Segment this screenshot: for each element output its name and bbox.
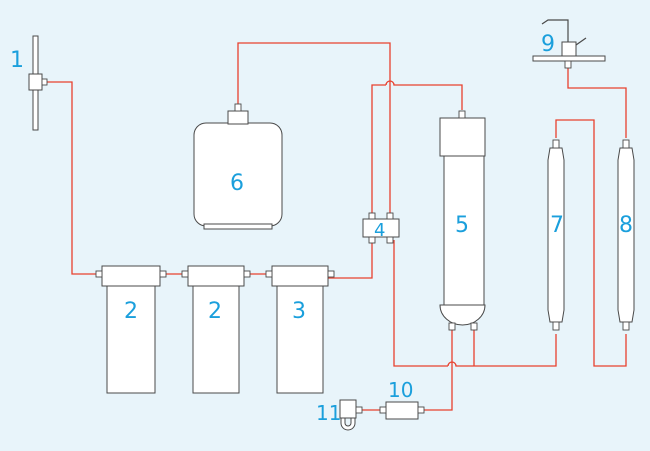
pipe-tee-top [371, 84, 386, 214]
post-filter-b-fitting-top [622, 139, 630, 149]
membrane-bottom-cap [439, 304, 486, 326]
tee-valve-body [362, 218, 400, 238]
tank-neck [227, 110, 249, 125]
drain-saddle-clamp [339, 399, 357, 419]
label-11: 11 [316, 401, 341, 425]
label-8: 8 [619, 213, 633, 238]
pipe-8-to-faucet [567, 66, 627, 138]
prefilter-c: 3 [265, 265, 335, 394]
tee-valve: 4 [362, 212, 400, 244]
prefilter-a-fitting-out [159, 270, 167, 278]
tee-fitting-top-right [386, 212, 394, 220]
inlet-valve-body [28, 73, 43, 91]
label-4: 4 [374, 220, 385, 241]
prefilter-c-cap [271, 265, 329, 287]
membrane-fitting-out [470, 322, 478, 331]
pipe-membrane-bottom [393, 240, 448, 367]
prefilter-b-fitting-out [243, 270, 251, 278]
flow-restrictor: 10 [379, 378, 425, 420]
prefilter-c-fitting-in [265, 270, 273, 278]
label-2a: 2 [124, 299, 138, 324]
label-1: 1 [10, 48, 24, 73]
prefilter-a-cap [101, 265, 161, 287]
tank-base [203, 223, 273, 230]
pipe-3-to-tee [328, 240, 373, 279]
faucet-body [561, 41, 577, 57]
membrane-top-cap [439, 117, 486, 157]
faucet-lever [575, 37, 587, 46]
restrictor-fitting-right [417, 406, 425, 414]
drain-saddle: 11 [316, 399, 363, 431]
drain-saddle-fitting [355, 406, 363, 414]
prefilter-b-cap [187, 265, 245, 287]
post-filter-a-body [547, 147, 565, 323]
post-filter-b-body [617, 147, 635, 323]
restrictor-body [385, 401, 419, 420]
membrane-fitting-top [458, 110, 466, 119]
tee-fitting-top-left [368, 212, 376, 220]
label-9: 9 [541, 32, 555, 57]
label-2b: 2 [208, 299, 222, 324]
tank-fitting [234, 103, 242, 112]
prefilter-c-housing [276, 284, 324, 394]
faucet: 9 [532, 19, 606, 69]
label-6: 6 [230, 171, 244, 196]
prefilter-b: 2 [181, 265, 251, 394]
prefilter-b-housing [192, 284, 240, 394]
post-filter-a: 7 [547, 139, 565, 331]
post-filter-b: 8 [617, 139, 635, 331]
prefilter-a: 2 [95, 265, 167, 394]
pipe-inlet [45, 81, 96, 275]
post-filter-a-fitting-bottom [552, 321, 560, 331]
label-5: 5 [455, 213, 469, 238]
storage-tank: 6 [193, 103, 283, 230]
post-filter-a-fitting-top [552, 139, 560, 149]
post-filter-b-fitting-bottom [622, 321, 630, 331]
prefilter-a-fitting-in [95, 270, 103, 278]
faucet-spout [541, 19, 569, 42]
label-7: 7 [550, 213, 564, 238]
prefilter-b-fitting-in [181, 270, 189, 278]
label-3: 3 [292, 299, 306, 324]
tee-fitting-bottom-right [386, 236, 394, 244]
membrane-fitting-drain [448, 322, 456, 331]
prefilter-c-fitting-out [327, 270, 335, 278]
pipe-7-to-8 [555, 119, 627, 367]
pipe-crossover [385, 80, 463, 110]
ro-membrane: 5 [439, 110, 486, 331]
tee-fitting-bottom-left [368, 236, 376, 244]
pipe-bottom-hop [447, 334, 557, 367]
label-10: 10 [388, 378, 413, 402]
inlet-valve-fitting [41, 78, 48, 86]
pipe-drain [418, 330, 453, 411]
inlet-valve: 1 [10, 35, 48, 131]
pipe-tank-line [237, 42, 391, 214]
restrictor-fitting-left [379, 406, 387, 414]
faucet-fitting [564, 60, 572, 69]
